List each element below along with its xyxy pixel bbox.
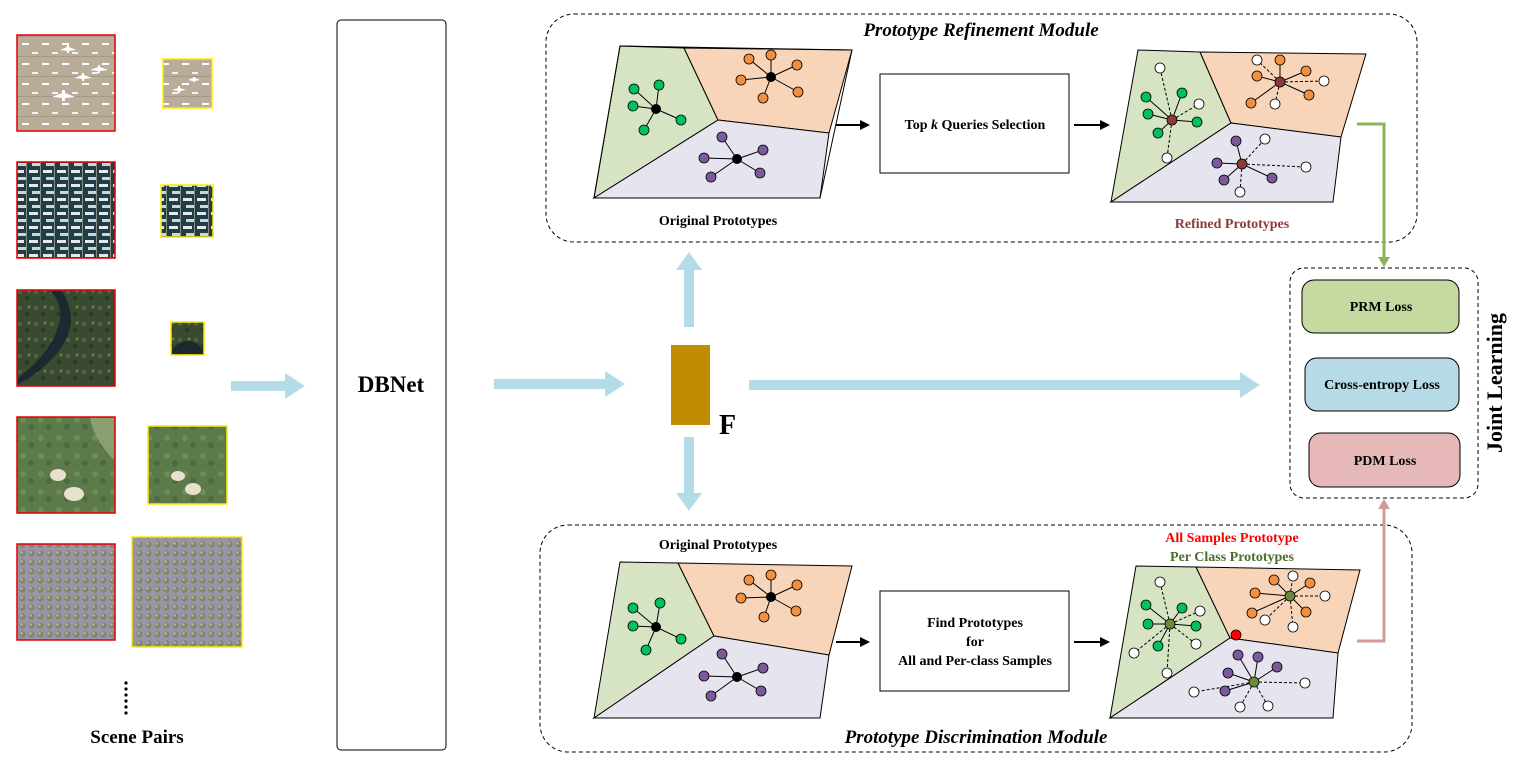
scene-image-small	[160, 184, 214, 238]
scene-image-large	[16, 34, 116, 132]
prm-topk-label: Top k Queries Selection	[905, 118, 1046, 133]
feature-label: F	[719, 410, 736, 441]
prm-loss-label: PRM Loss	[1350, 300, 1413, 315]
arrow-feature-to-joint	[749, 372, 1260, 398]
scene-image-small	[131, 536, 243, 648]
pdm-find-box	[879, 590, 1070, 692]
scene-image-small	[162, 58, 213, 109]
prm-arrow-2	[1074, 120, 1110, 130]
scene-pair-harbor	[16, 161, 214, 259]
pdm-legend-all: All Samples Prototype	[1165, 531, 1299, 546]
all-samples-prototype	[1230, 629, 1242, 641]
prm-title: Prototype Refinement Module	[862, 20, 1099, 41]
scene-image-large	[16, 161, 116, 259]
arrow-dbnet-to-feature	[494, 371, 625, 397]
pdm-legend-per: Per Class Prototypes	[1170, 550, 1294, 565]
per-class-prototype-purple	[1248, 676, 1260, 688]
river-path	[18, 291, 71, 384]
prm-loss-box	[1301, 279, 1460, 334]
pdm-find-line-1: Find Prototypes	[927, 616, 1023, 631]
arrow-prm-to-joint	[1357, 122, 1390, 267]
scene-pair-golf-course	[16, 416, 228, 514]
pdm-class-prototypes	[1108, 565, 1361, 720]
pdm-arrow-1	[836, 637, 870, 647]
scene-pairs-label: Scene Pairs	[90, 727, 183, 748]
prm-arrow-1	[836, 120, 870, 130]
pdm-border	[539, 524, 1413, 753]
pdm-module: Prototype Discrimination Module Original…	[539, 524, 1413, 753]
scene-pair-orchard	[16, 536, 243, 648]
joint-learning-title: Joint Learning	[1482, 313, 1507, 453]
more-pairs-ellipsis	[124, 681, 128, 715]
arrow-feature-to-prm	[676, 252, 702, 327]
scene-pair-airplanes	[16, 34, 213, 132]
prm-original-prototypes: Original Prototypes	[592, 45, 853, 229]
feature-block	[671, 345, 710, 425]
pdm-title: Prototype Discrimination Module	[844, 727, 1108, 748]
prm-refined-caption: Refined Prototypes	[1175, 217, 1290, 232]
pdm-loss-label: PDM Loss	[1354, 454, 1417, 469]
prm-topk-box	[879, 73, 1070, 174]
arrow-scenes-to-dbnet	[231, 373, 305, 399]
scene-pairs-column: Scene Pairs	[16, 34, 243, 748]
prm-border	[545, 13, 1418, 243]
green-prototype-center	[651, 104, 661, 114]
joint-learning-panel: PRM Loss Cross-entropy Loss PDM Loss Joi…	[1289, 267, 1507, 499]
prm-original-caption: Original Prototypes	[659, 214, 778, 229]
pdm-loss-box	[1308, 432, 1461, 488]
green-nodes	[627, 79, 687, 136]
cross-entropy-loss-label: Cross-entropy Loss	[1324, 378, 1440, 393]
pdm-original-prototypes	[592, 561, 853, 720]
pdm-find-line-3: All and Per-class Samples	[898, 654, 1052, 669]
prm-refined-prototypes: Refined Prototypes	[1109, 49, 1367, 232]
joint-learning-border	[1289, 267, 1479, 499]
pdm-arrow-2	[1074, 637, 1110, 647]
dbnet-box	[336, 19, 447, 751]
airplane-icons	[52, 45, 108, 101]
cross-entropy-loss-box	[1304, 357, 1460, 412]
per-class-prototype-green	[1164, 618, 1176, 630]
prm-module: Prototype Refinement Module	[545, 13, 1418, 243]
pdm-find-line-2: for	[966, 635, 984, 650]
pdm-original-caption: Original Prototypes	[659, 538, 778, 553]
arrow-feature-to-pdm	[676, 437, 702, 511]
arrow-pdm-to-joint	[1357, 499, 1390, 643]
dbnet-label: DBNet	[358, 372, 425, 397]
scene-image-large	[16, 543, 116, 641]
per-class-prototype-orange	[1284, 590, 1296, 602]
scene-pair-river	[16, 289, 205, 387]
